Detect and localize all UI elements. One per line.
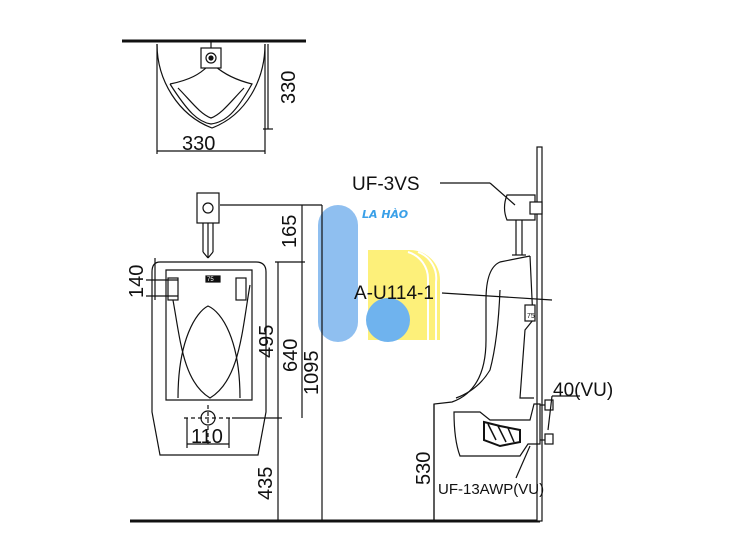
top-view-bowl-outline <box>156 43 266 129</box>
side-valve-model-label: UF-3VS <box>352 174 420 195</box>
side-trap <box>453 403 541 457</box>
front-bracket-mark: 75 <box>207 277 214 283</box>
front-bowl-arch <box>177 305 241 399</box>
front-flush-valve-knob <box>202 202 214 214</box>
top-width-dim-label: 330 <box>182 133 215 155</box>
top-view-bowl-ridge <box>177 87 245 119</box>
side-trap-interior <box>483 420 521 448</box>
side-dim-530-label: 530 <box>413 452 435 485</box>
leader-trap <box>515 445 531 479</box>
side-bracket <box>524 304 536 322</box>
top-view-valve-center <box>208 55 214 61</box>
side-urinal-inner <box>455 289 501 399</box>
front-bowl-opening <box>169 284 251 399</box>
side-urinal-model-label: A-U114-1 <box>354 283 434 304</box>
side-bracket-mark: 75 <box>527 313 535 320</box>
top-view-bowl-inner <box>169 65 253 125</box>
side-flush-valve <box>503 194 536 221</box>
front-bracket-left <box>167 277 179 301</box>
watermark-blue-bar <box>318 205 358 342</box>
leader-body <box>441 292 553 301</box>
front-dim-640-label: 640 <box>280 339 302 372</box>
front-view <box>130 192 540 523</box>
front-flush-valve <box>196 192 220 224</box>
front-dim-495-label: 495 <box>256 325 278 358</box>
top-view-valve-knob <box>205 52 217 64</box>
front-center-tag <box>205 275 221 283</box>
front-dim-140-label: 140 <box>126 265 148 298</box>
watermark-blue-dot <box>366 298 410 342</box>
top-view <box>122 39 306 154</box>
front-bracket-right <box>235 277 247 301</box>
side-trap-model-label: UF-13AWP(VU) <box>438 481 544 498</box>
side-view <box>433 146 580 522</box>
watermark-yellow-stripes <box>407 251 438 340</box>
la-hao-watermark-logo: LA HÀO <box>318 205 440 342</box>
front-urinal-inner-frame <box>165 269 253 401</box>
top-depth-dim-label: 330 <box>278 71 300 104</box>
front-dim-435-label: 435 <box>255 467 277 500</box>
side-wall <box>536 146 543 522</box>
front-dim-110-label: 110 <box>191 426 223 448</box>
side-pipe-dim-label: 40(VU) <box>553 380 613 401</box>
front-dim-165-label: 165 <box>279 215 301 248</box>
watermark-text: LA HÀO <box>362 207 408 221</box>
front-dim-1095-label: 1095 <box>301 351 323 396</box>
